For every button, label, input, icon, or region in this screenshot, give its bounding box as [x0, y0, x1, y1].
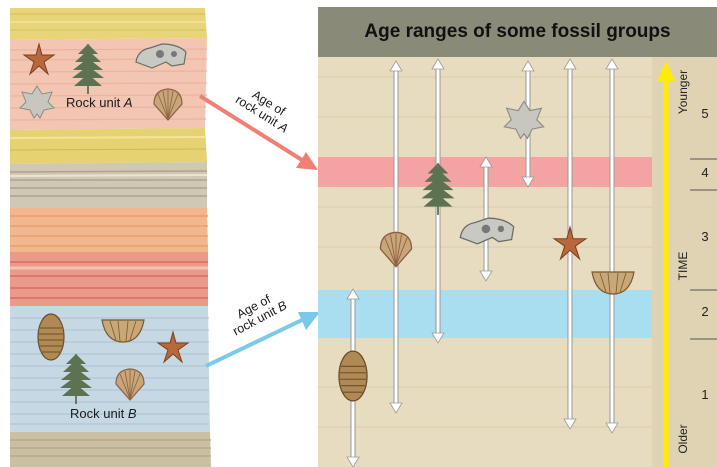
arrow-a-label: Age of rock unit A: [220, 74, 310, 144]
scallop-icon: [112, 366, 148, 402]
zone-4: 4: [695, 165, 715, 180]
scallop-icon: [150, 86, 186, 122]
starfish-icon: [552, 225, 588, 261]
rock-strata-column: Rock unit A Rock unit B: [0, 0, 215, 467]
younger-label: Younger: [676, 67, 690, 117]
scallop-icon: [376, 229, 416, 269]
rock-unit-a-label: Rock unit A: [66, 95, 132, 110]
starfish-icon: [22, 42, 56, 76]
leaf-icon: [18, 84, 56, 122]
leaf-icon: [502, 99, 546, 143]
older-label: Older: [676, 419, 690, 459]
arrow-b-label: Age of rock unit B: [211, 280, 303, 345]
brachiopod-icon: [590, 265, 636, 297]
zone-1: 1: [695, 387, 715, 402]
zone-2: 2: [695, 304, 715, 319]
brachiopod-icon: [100, 314, 146, 344]
zone-3: 3: [695, 229, 715, 244]
rock-unit-b-label: Rock unit B: [70, 406, 136, 421]
fern-icon: [56, 350, 96, 406]
time-label: TIME: [676, 246, 690, 286]
trilobite-icon: [336, 349, 370, 403]
rock-unit-b-band: [318, 290, 652, 338]
fossil-age-range-chart: Age ranges of some fossil groups Younger…: [318, 7, 717, 467]
fern-icon: [68, 40, 108, 96]
fern-icon: [416, 159, 460, 217]
zone-5: 5: [695, 106, 715, 121]
starfish-icon: [156, 330, 190, 364]
chart-title: Age ranges of some fossil groups: [318, 7, 717, 57]
skull-icon: [456, 213, 518, 249]
skull-icon: [132, 40, 190, 72]
